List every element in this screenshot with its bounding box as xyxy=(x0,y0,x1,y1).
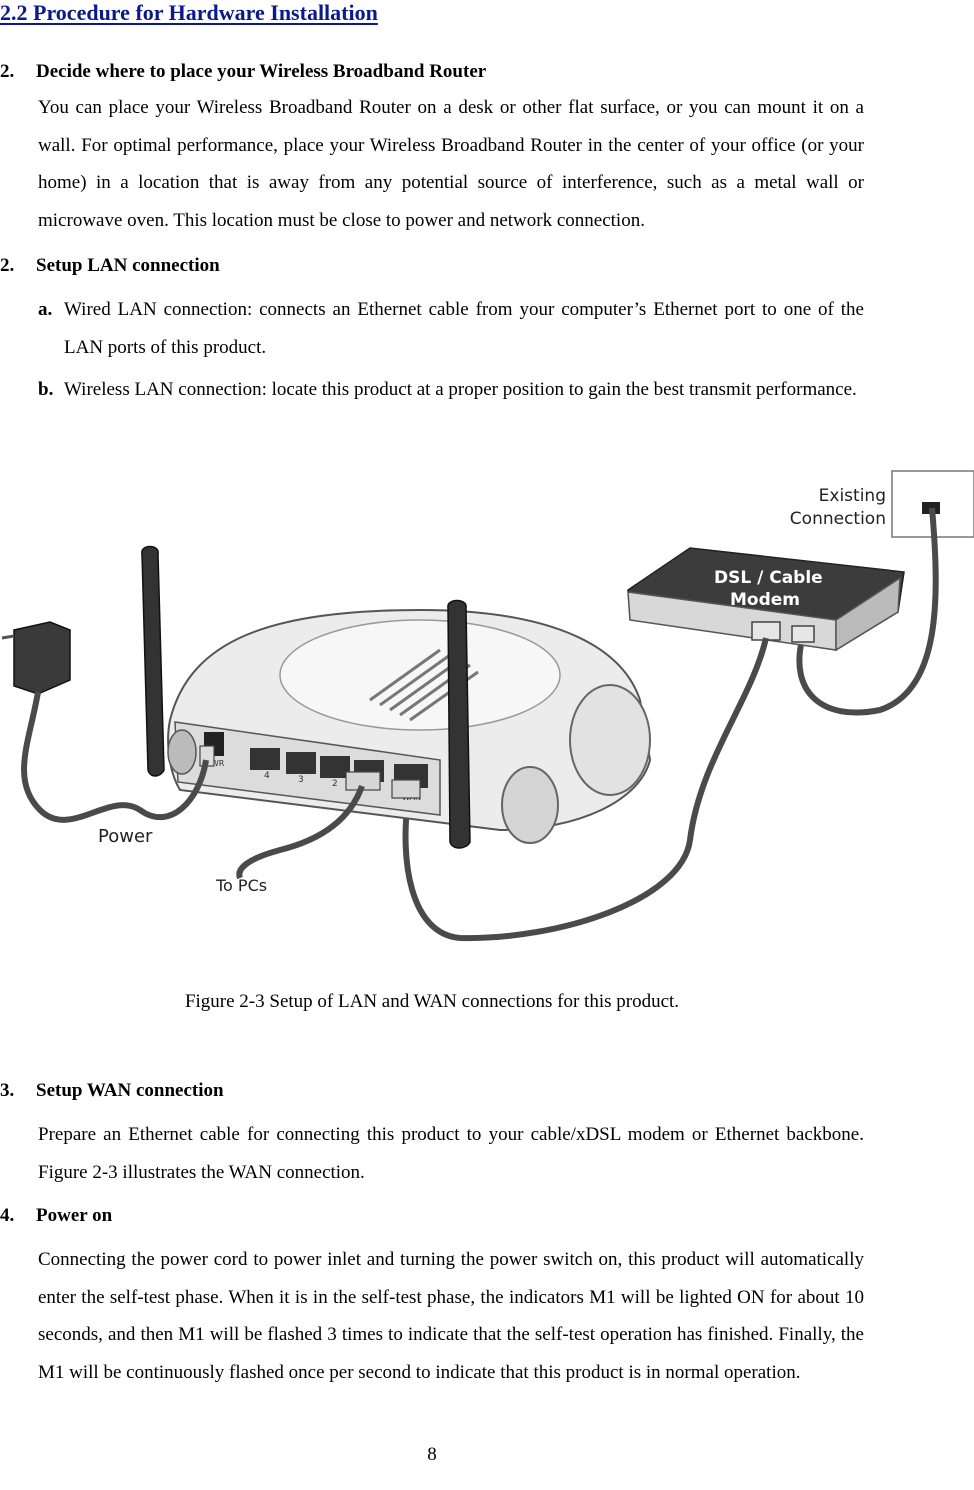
port-label-2: 2 xyxy=(332,779,338,789)
lan-port-3 xyxy=(286,752,316,774)
power-label: Power xyxy=(98,826,153,847)
modem-port-1 xyxy=(751,621,781,641)
port-label-pwr: PWR xyxy=(206,759,225,768)
section-number: 3. xyxy=(0,1080,15,1101)
lan-port-2 xyxy=(320,756,350,778)
section-heading-power: 4. Power on xyxy=(0,1205,112,1227)
item-text: Wireless LAN connection: locate this pro… xyxy=(64,379,857,400)
section-heading-text: Setup LAN connection xyxy=(36,255,220,276)
wan-plug xyxy=(391,779,421,799)
router-front-foot xyxy=(501,766,559,844)
item-marker: a. xyxy=(38,299,53,320)
modem-label-line2: Modem xyxy=(730,590,800,610)
section-heading-text: Power on xyxy=(36,1205,113,1226)
item-text: Wired LAN connection: connects an Ethern… xyxy=(64,299,864,358)
lan-item-wired: a. Wired LAN connection: connects an Eth… xyxy=(38,291,864,366)
section-heading-placement: 2. Decide where to place your Wireless Br… xyxy=(0,61,486,83)
to-pcs-label: To PCs xyxy=(215,876,267,895)
adapter-prong xyxy=(1,634,15,640)
section-heading-wan: 3. Setup WAN connection xyxy=(0,1080,224,1102)
wall-cable xyxy=(796,507,939,716)
item-marker: b. xyxy=(38,379,54,400)
modem-label-line1: DSL / Cable xyxy=(714,568,823,588)
figure-caption: Figure 2-3 Setup of LAN and WAN connecti… xyxy=(184,991,680,1012)
page-number: 8 xyxy=(427,1444,437,1465)
lan-port-4 xyxy=(250,748,280,770)
router-left-foot xyxy=(167,729,197,775)
section-heading-text: Decide where to place your Wireless Broa… xyxy=(36,61,487,82)
section-number: 2. xyxy=(0,255,15,276)
setup-figure: Existing Connection DSL / Cable Modem PW… xyxy=(1,470,974,942)
section-heading-text: Setup WAN connection xyxy=(36,1080,224,1101)
lan-item-wireless: b. Wireless LAN connection: locate this … xyxy=(38,371,864,409)
port-label-4: 4 xyxy=(264,771,270,781)
port-label-3: 3 xyxy=(298,775,304,785)
existing-label-line2: Connection xyxy=(790,509,886,529)
wan-cable xyxy=(402,637,769,942)
existing-label-line1: Existing xyxy=(819,486,886,506)
wan-paragraph: Prepare an Ethernet cable for connecting… xyxy=(38,1124,864,1183)
power-adapter xyxy=(13,621,71,695)
page-title: 2.2 Procedure for Hardware Installation xyxy=(0,0,378,25)
section-number: 4. xyxy=(0,1205,15,1226)
power-cable xyxy=(21,691,209,823)
wall-jack xyxy=(922,502,940,514)
modem-side xyxy=(835,576,901,652)
antenna-right xyxy=(447,599,471,849)
section-heading-lan: 2. Setup LAN connection xyxy=(0,255,220,277)
modem-port-2 xyxy=(791,625,815,643)
section-number: 2. xyxy=(0,61,15,82)
placement-paragraph: You can place your Wireless Broadband Ro… xyxy=(38,97,864,231)
power-paragraph: Connecting the power cord to power inlet… xyxy=(38,1249,864,1383)
lan-cable xyxy=(236,784,365,880)
antenna-left xyxy=(141,545,165,777)
router-side-ring xyxy=(569,684,651,796)
